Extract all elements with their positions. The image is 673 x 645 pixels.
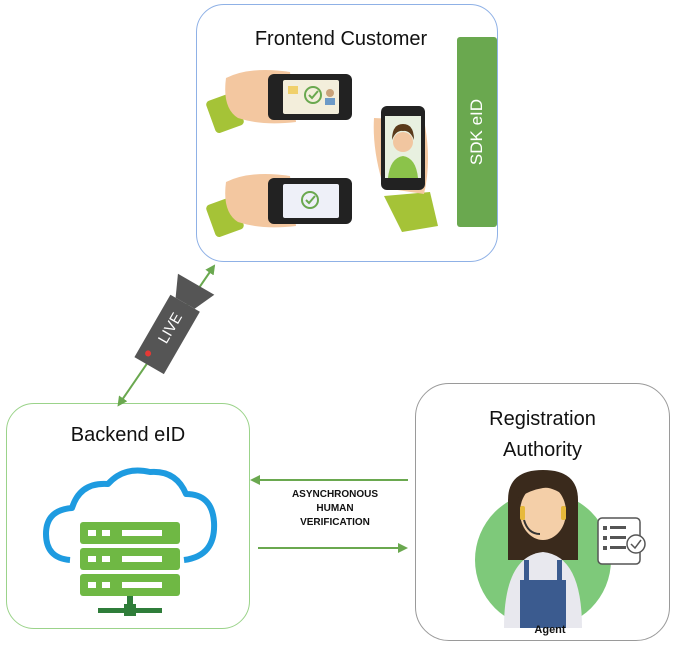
ra-title-line2: Authority: [503, 439, 582, 461]
backend-eid-title: Backend eID: [70, 424, 186, 446]
async-line1: ASYNCHRONOUS: [291, 489, 379, 500]
registration-authority-title: Registration Authority: [415, 404, 670, 466]
async-line3: VERIFICATION: [300, 517, 370, 528]
selfie-phone-icon: [373, 106, 438, 232]
frontend-customer-title: Frontend Customer: [254, 28, 428, 50]
async-line2: HUMAN: [316, 503, 354, 514]
live-camera-icon: [134, 273, 215, 375]
checklist-icon: [597, 517, 646, 565]
hand-phone-icon-top: [206, 70, 352, 133]
cloud-server-icon: [43, 467, 218, 616]
ra-title-line1: Registration: [489, 408, 596, 430]
hand-phone-icon-bottom: [206, 174, 352, 237]
agent-avatar-icon: [475, 470, 611, 628]
agent-label: Agent: [534, 624, 566, 636]
async-human-verification-label: ASYNCHRONOUS HUMAN VERIFICATION: [258, 488, 412, 530]
sdk-eid-bar: SDK eID: [457, 37, 497, 227]
